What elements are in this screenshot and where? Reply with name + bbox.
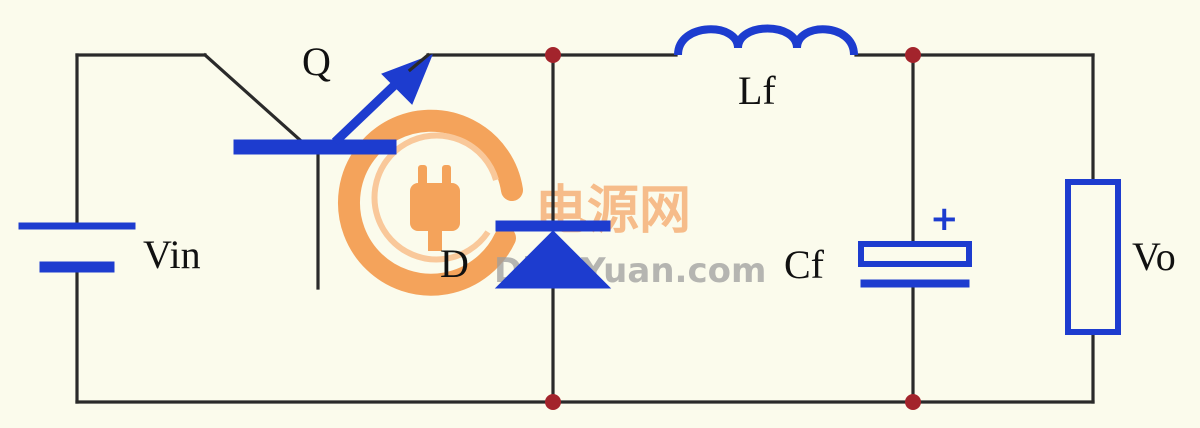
watermark-cn: 电源网 xyxy=(535,181,691,241)
inductor-icon xyxy=(674,24,858,56)
junction-nodes xyxy=(545,47,921,410)
label-vo: Vo xyxy=(1132,234,1176,279)
label-lf: Lf xyxy=(738,68,776,113)
capacitor-polarity: + xyxy=(930,199,959,239)
plug-logo-icon xyxy=(338,109,523,296)
label-cf: Cf xyxy=(784,242,825,287)
resistor-icon xyxy=(1065,179,1121,335)
wires xyxy=(75,52,1095,404)
capacitor-icon xyxy=(858,241,972,288)
node-top-cap xyxy=(905,47,921,63)
node-bottom-cap xyxy=(905,394,921,410)
node-top-diode xyxy=(545,47,561,63)
label-q: Q xyxy=(302,39,331,84)
node-bottom-diode xyxy=(545,394,561,410)
transistor-icon xyxy=(233,52,433,155)
diode-icon xyxy=(494,220,612,289)
label-vin: Vin xyxy=(143,232,201,277)
dc-source-icon xyxy=(18,222,136,273)
label-d: D xyxy=(440,241,469,286)
